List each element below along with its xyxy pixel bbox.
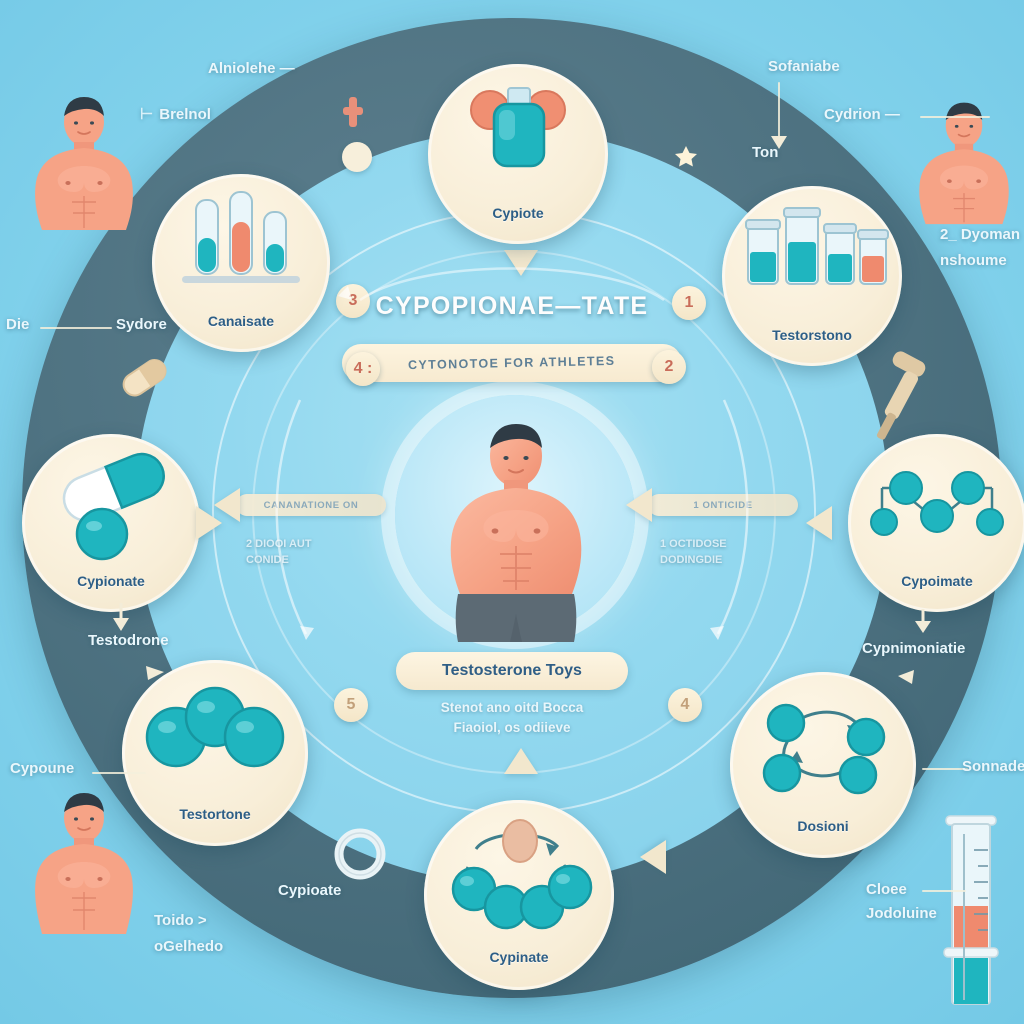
prop-syringe [868, 351, 938, 446]
node-left-art [22, 448, 200, 561]
anno-top-right: Sofaniabe [768, 58, 840, 75]
anno-right-upper: 2_ Dyoman nshoume [940, 222, 1020, 274]
step-marker-3[interactable]: 3 [336, 284, 370, 318]
anno-right-bottom-2-line-1: Cloee [866, 881, 907, 898]
node-bottom-art [424, 815, 614, 933]
node-right[interactable]: Cypoimate [848, 434, 1024, 612]
node-bottom-right[interactable]: Dosioni [730, 672, 916, 858]
outer-chevron-left-icon [196, 506, 222, 540]
anno-right-lower-arrow-2-icon [898, 670, 914, 684]
node-top-right-art [722, 200, 902, 312]
anno-right-bottom-2-leader [922, 890, 966, 892]
anno-right-bottom-leader [922, 768, 968, 770]
anno-top-right-leader [778, 82, 780, 140]
step-marker-2[interactable]: 2 [652, 350, 686, 384]
anno-left-die: Die [6, 316, 30, 333]
anno-left-bottom: Cypoune [10, 760, 75, 777]
node-top-right-label: Testorstono [772, 326, 852, 343]
hub-chevron-down-icon [504, 250, 538, 276]
anno-right-lower: Cypnimoniatie [862, 640, 966, 657]
center-label-pill: Testosterone Toys [396, 652, 628, 690]
anno-top-left: ⊢ Brelnol [140, 106, 211, 123]
anno-top-left-text: Brelnol [159, 106, 211, 123]
prop-cross [340, 95, 366, 129]
flow-caption-right: 1 OCTIDOSE DODINGDIE [660, 536, 727, 568]
flow-bar-right: 1 ONTICIDE [648, 494, 798, 516]
step-marker-4[interactable]: 4 : [346, 352, 380, 386]
anno-bottom-left-2: Toido > oGelhedo [154, 908, 223, 960]
anno-left-bottom-leader [92, 772, 146, 774]
outer-chevron-right-icon [806, 506, 832, 540]
hub-banner: CYTONOTOE FOR ATHLETES [342, 344, 682, 382]
node-top-label: Cypiote [492, 204, 544, 221]
figure-center [432, 418, 600, 648]
anno-top-right-arrow-icon [771, 136, 787, 149]
outer-chevron-bottom-right-icon [640, 840, 666, 874]
flow-caption-right-line-2: DODINGDIE [660, 554, 723, 566]
hub-banner-text: CYTONOTOE FOR ATHLETES [408, 353, 616, 373]
anno-bottom-left: Cypioate [278, 882, 342, 899]
anno-left-lower-arrow-icon [113, 603, 129, 631]
figure-top-right [900, 92, 1024, 232]
anno-top-left-upper: Alniolehe — [208, 60, 295, 77]
center-subtext-line-2: Fiaoiol, os odiieve [453, 720, 571, 735]
node-bottom-right-art [730, 687, 916, 802]
anno-right-bottom-2-line-2: Jodoluine [866, 905, 937, 922]
anno-right-bottom-2: Cloee Jodoluine [866, 878, 937, 926]
node-bottom[interactable]: Cypinate [424, 800, 614, 990]
node-right-label: Cypoimate [901, 572, 973, 589]
flow-caption-left-line-1: 2 DIOOI AUT [246, 538, 312, 550]
anno-top-right-2: Cydrion — [824, 106, 900, 123]
anno-right-upper-line-2: nshoume [940, 252, 1007, 269]
node-bottom-left[interactable]: Testortone [122, 660, 308, 846]
center-subtext: Stenot ano oitd Bocca Fiaoiol, os odiiev… [441, 698, 584, 738]
node-right-art [848, 448, 1024, 558]
node-left-label: Cypionate [77, 572, 145, 589]
center-subtext-line-1: Stenot ano oitd Bocca [440, 700, 584, 715]
flow-caption-right-line-1: 1 OCTIDOSE [660, 538, 727, 550]
flow-chevron-right-icon [626, 488, 652, 522]
anno-left-lower-arrow-2-icon [146, 666, 164, 680]
center-label-text: Testosterone Toys [442, 662, 582, 679]
step-marker-5[interactable]: 5 [334, 688, 368, 722]
step-marker-1[interactable]: 1 [672, 286, 706, 320]
node-top-left-label: Canaisate [207, 312, 275, 329]
prop-pill [118, 352, 174, 410]
anno-bottom-left-2-line-2: oGelhedo [154, 938, 224, 955]
node-bottom-left-art [122, 675, 308, 790]
figure-bottom-left [14, 786, 154, 936]
hub-title: CYPOPIONAE—TATE [375, 292, 649, 320]
figure-top-left [14, 92, 154, 232]
prop-moon [636, 130, 702, 186]
prop-dot-token [342, 142, 372, 172]
anno-bottom-left-2-line-1: Toido > [154, 912, 207, 929]
flow-bar-right-text: 1 ONTICIDE [693, 499, 753, 511]
flow-bar-left: CANANATIONE ON [236, 494, 386, 516]
node-top-art [428, 78, 608, 190]
anno-left-sydore: Sydore [116, 316, 167, 333]
anno-right-upper-line-1: 2_ Dyoman [940, 226, 1021, 243]
flow-caption-left-line-2: CONIDE [246, 554, 289, 566]
anno-right-bottom: Sonnade [962, 758, 1024, 775]
flow-caption-left: 2 DIOOI AUT CONIDE [246, 536, 312, 568]
prop-ring [332, 826, 388, 882]
anno-left-leader [40, 327, 112, 329]
anno-top-right-down: Ton [752, 144, 779, 161]
node-top-right[interactable]: Testorstono [722, 186, 902, 366]
anno-left-lower: Testodrone [88, 632, 169, 649]
node-bottom-left-label: Testortone [179, 805, 251, 822]
hub-chevron-up-icon [504, 748, 538, 774]
step-marker-6[interactable]: 4 [668, 688, 702, 722]
prop-cylinder [934, 810, 1006, 1010]
node-top-left-art [152, 188, 330, 298]
flow-bar-left-text: CANANATIONE ON [263, 499, 359, 511]
node-top-left[interactable]: Canaisate [152, 174, 330, 352]
anno-top-right-2-leader [920, 116, 990, 118]
node-bottom-right-label: Dosioni [797, 817, 849, 834]
anno-right-lower-arrow-icon [915, 609, 931, 633]
node-bottom-label: Cypinate [489, 949, 549, 966]
node-left[interactable]: Cypionate [22, 434, 200, 612]
node-top[interactable]: Cypiote [428, 64, 608, 244]
